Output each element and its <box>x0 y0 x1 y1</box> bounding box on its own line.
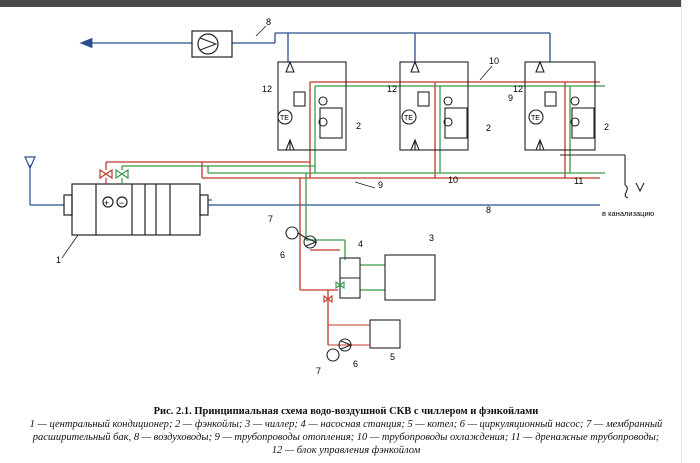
label-4: 4 <box>358 239 363 249</box>
caption-legend-line-1: 1 — центральный кондиционер; 2 — фэнкойл… <box>29 419 663 430</box>
right-edge-bar <box>681 0 700 463</box>
fan-icon <box>191 30 233 58</box>
label-6-upper: 6 <box>280 250 285 260</box>
cooler-minus-icon: − <box>119 198 124 208</box>
label-12-b: 12 <box>387 84 397 94</box>
te-label-3: TE <box>531 115 540 122</box>
heater-plus-icon: + <box>104 198 109 208</box>
label-7-upper: 7 <box>268 214 273 224</box>
drain-label: в канализацию <box>602 209 655 218</box>
te-label-2: TE <box>404 115 413 122</box>
pump-upper <box>303 235 318 249</box>
label-10-top: 10 <box>489 56 499 66</box>
label-8-mid: 8 <box>486 205 491 215</box>
cooling-pipelines <box>121 85 605 291</box>
drain-pipeline <box>560 154 645 199</box>
boiler-valves <box>323 280 345 304</box>
label-9-top: 9 <box>508 93 513 103</box>
label-2-c: 2 <box>604 122 609 132</box>
pumping-station <box>339 257 361 299</box>
label-10-mid: 10 <box>448 175 458 185</box>
caption-title: Рис. 2.1. Принципиальная схема водо-возд… <box>153 406 539 417</box>
fan-coil-2 <box>399 60 469 151</box>
label-7-lower: 7 <box>316 366 321 376</box>
expansion-tank-lower <box>326 348 340 362</box>
fan-coil-3 <box>524 60 596 151</box>
label-2-a: 2 <box>356 121 361 131</box>
boiler <box>328 319 401 349</box>
chiller <box>384 254 436 301</box>
label-2-b: 2 <box>486 123 491 133</box>
label-6-lower: 6 <box>353 359 358 369</box>
te-label-1: TE <box>280 115 289 122</box>
fan-coil-1 <box>277 60 347 151</box>
label-1: 1 <box>56 255 61 265</box>
label-5: 5 <box>390 352 395 362</box>
figure-caption: Рис. 2.1. Принципиальная схема водо-возд… <box>10 405 682 457</box>
label-12-a: 12 <box>262 84 272 94</box>
label-8-top: 8 <box>266 17 271 27</box>
expansion-tank-upper <box>285 226 307 240</box>
schematic-diagram: 8 + − 1 8 <box>24 17 655 376</box>
top-bar <box>0 0 700 7</box>
heating-pipelines <box>105 81 600 345</box>
pump-lower <box>338 338 353 352</box>
label-9-mid: 9 <box>378 180 383 190</box>
air-duct-supply <box>208 199 600 206</box>
caption-legend-line-2: расширительный бак, 8 — воздуховоды; 9 —… <box>32 432 660 443</box>
conditioner-valves <box>99 168 129 184</box>
label-3: 3 <box>429 233 434 243</box>
air-duct-main <box>79 32 551 62</box>
air-intake <box>24 156 64 206</box>
label-11: 11 <box>574 176 583 186</box>
caption-legend-line-3: 12 — блок управления фэнкойлом <box>271 445 421 456</box>
central-air-conditioner <box>63 183 209 236</box>
label-12-c: 12 <box>513 84 523 94</box>
